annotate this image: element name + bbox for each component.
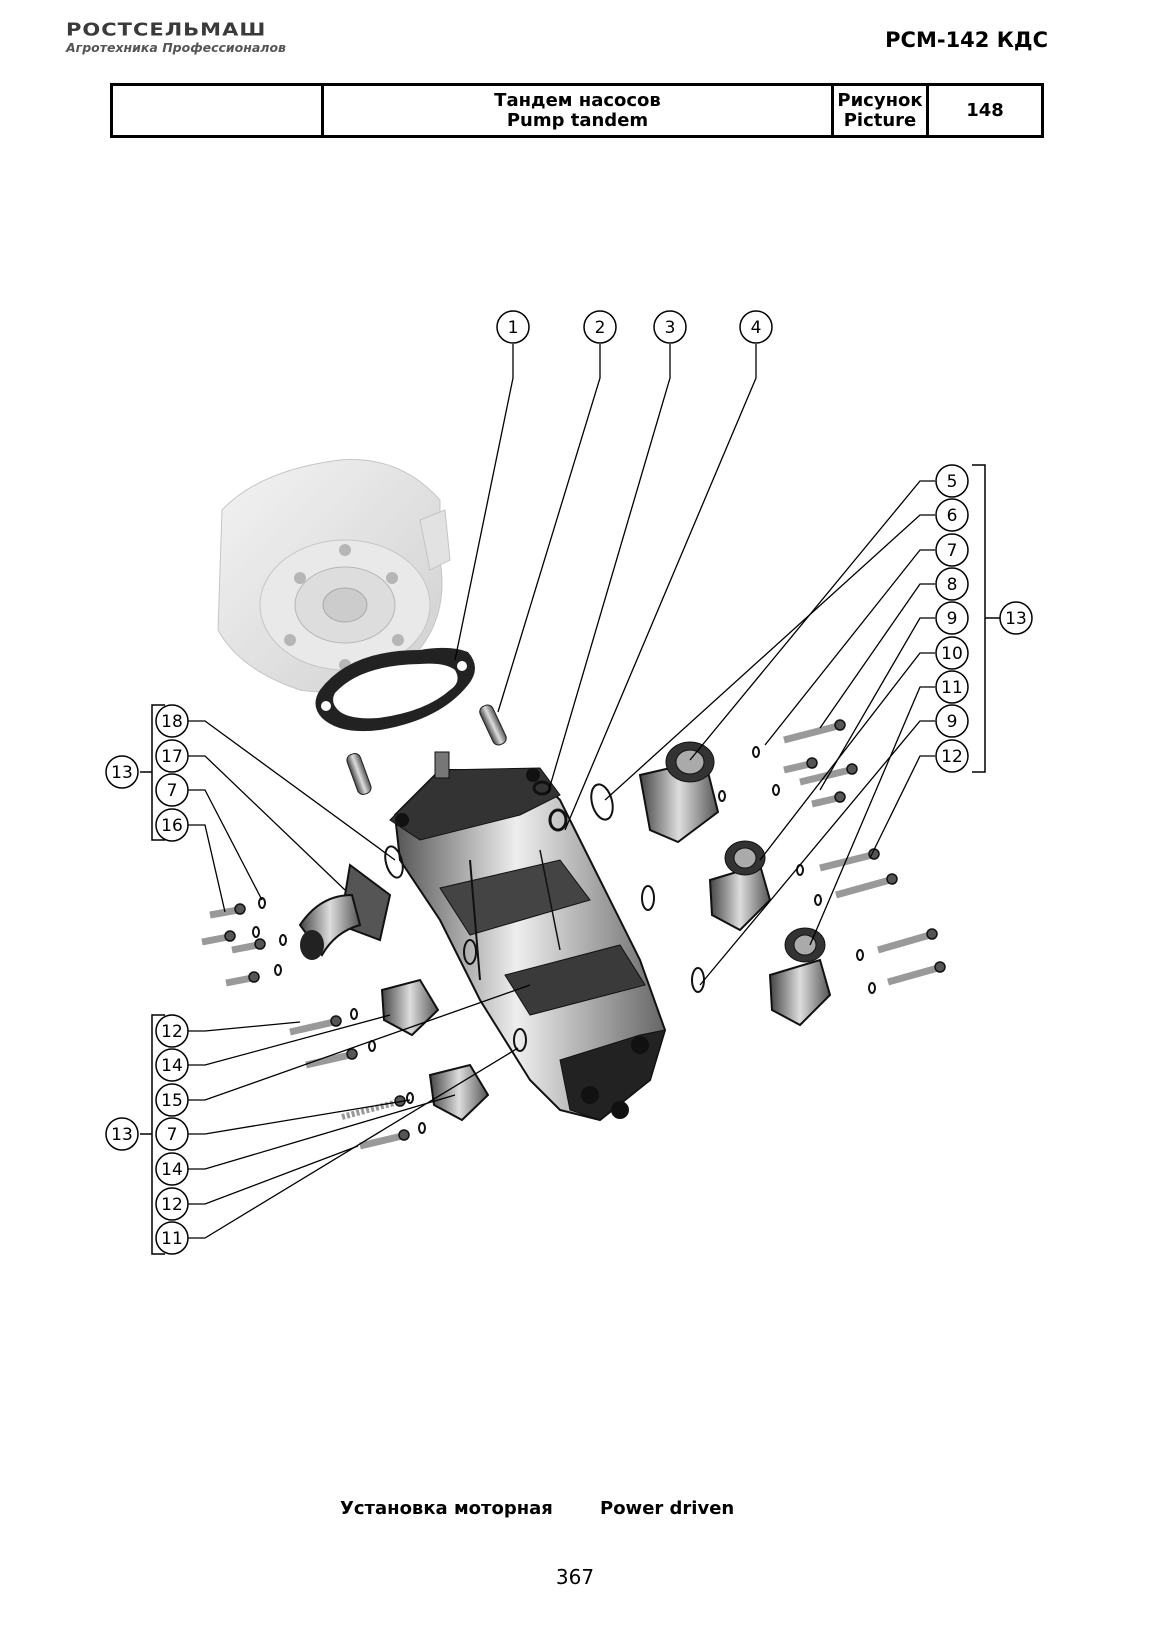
pump-tandem-body	[389, 751, 667, 1122]
logo-tagline: Агротехника Профессионалов	[66, 40, 286, 55]
callout-11: 11	[935, 670, 969, 704]
callout-3: 3	[653, 310, 687, 344]
svg-text:2: 2	[595, 318, 606, 338]
callout-12: 12	[935, 739, 969, 773]
callout-7: 7	[935, 533, 969, 567]
callouts-left-upper-group: 18 17 7 16 13	[105, 704, 189, 842]
callout-10: 10	[935, 636, 969, 670]
callout-11-left: 11	[155, 1221, 189, 1255]
title-block: Тандем насосов Pump tandem Рисунок Pictu…	[110, 83, 1044, 138]
title-name-ru: Тандем насосов	[494, 89, 661, 111]
callout-13-right: 13	[999, 601, 1033, 635]
svg-text:14: 14	[161, 1056, 183, 1076]
callouts-top: 1 2 3 4	[496, 310, 773, 344]
callout-2: 2	[583, 310, 617, 344]
flange-fitting-upper	[638, 741, 720, 844]
svg-text:9: 9	[947, 712, 958, 732]
elbow-fitting-left	[298, 863, 392, 960]
title-name-en: Pump tandem	[506, 109, 649, 131]
brand-logo: РОСТСЕЛЬМАШ Агротехника Профессионалов	[66, 20, 326, 55]
callout-12-left: 12	[155, 1014, 189, 1048]
picture-label-en: Picture	[843, 109, 917, 131]
callout-17: 17	[155, 739, 189, 773]
svg-text:7: 7	[167, 1125, 178, 1145]
callout-13-left-upper: 13	[105, 755, 139, 789]
svg-text:1: 1	[508, 318, 519, 338]
callout-6: 6	[935, 498, 969, 532]
callout-15: 15	[155, 1083, 189, 1117]
svg-text:7: 7	[167, 781, 178, 801]
svg-text:17: 17	[161, 747, 183, 767]
washers	[252, 746, 876, 1134]
callout-5: 5	[935, 464, 969, 498]
svg-text:16: 16	[161, 816, 183, 836]
svg-text:3: 3	[665, 318, 676, 338]
svg-text:12: 12	[941, 747, 963, 767]
callout-1: 1	[496, 310, 530, 344]
svg-text:13: 13	[111, 763, 133, 783]
leader-lines	[188, 344, 935, 1239]
callout-9b: 9	[935, 704, 969, 738]
dowel-pins	[346, 704, 507, 795]
svg-text:15: 15	[161, 1091, 183, 1111]
title-block-empty-cell	[110, 83, 324, 138]
callouts-right-group: 5 6 7 8 9 10 11 9 12 13	[935, 464, 1033, 773]
drive-housing	[217, 459, 451, 693]
callout-9: 9	[935, 601, 969, 635]
title-block-picture-label: Рисунок Picture	[831, 83, 929, 138]
svg-text:11: 11	[941, 678, 963, 698]
svg-text:9: 9	[947, 609, 958, 629]
callouts-left-lower-group: 12 14 15 7 14 12 11 13	[105, 1014, 189, 1255]
callout-16: 16	[155, 808, 189, 842]
callout-14-left: 14	[155, 1048, 189, 1082]
callout-12-left-b: 12	[155, 1187, 189, 1221]
flange-gasket	[315, 647, 475, 732]
picture-number: 148	[926, 83, 1044, 138]
flange-fitting-lower	[768, 927, 832, 1027]
title-block-name: Тандем насосов Pump tandem	[321, 83, 834, 138]
page-number: 367	[555, 1565, 595, 1589]
callout-4: 4	[739, 310, 773, 344]
svg-text:12: 12	[161, 1022, 183, 1042]
flange-fitting-middle	[708, 840, 772, 932]
svg-text:6: 6	[947, 506, 958, 526]
picture-label-ru: Рисунок	[837, 89, 923, 111]
svg-text:18: 18	[161, 712, 183, 732]
caption-en: Power driven	[600, 1498, 735, 1519]
callout-13-left-lower: 13	[105, 1117, 139, 1151]
split-flanges	[380, 978, 490, 1122]
svg-text:7: 7	[947, 541, 958, 561]
callout-7-left: 7	[155, 773, 189, 807]
svg-text:4: 4	[751, 318, 762, 338]
svg-text:5: 5	[947, 472, 958, 492]
svg-text:8: 8	[947, 575, 958, 595]
caption-ru: Установка моторная	[340, 1498, 553, 1519]
callout-7-left-lower: 7	[155, 1117, 189, 1151]
callout-8: 8	[935, 567, 969, 601]
callout-18: 18	[155, 704, 189, 738]
svg-text:12: 12	[161, 1195, 183, 1215]
svg-text:13: 13	[111, 1125, 133, 1145]
logo-wordmark: РОСТСЕЛЬМАШ	[66, 19, 267, 40]
svg-text:10: 10	[941, 644, 963, 664]
model-label: РСМ-142 КДС	[885, 28, 1048, 52]
callout-14-left-b: 14	[155, 1152, 189, 1186]
svg-text:11: 11	[161, 1229, 183, 1249]
group-brackets	[140, 464, 1000, 1255]
svg-text:14: 14	[161, 1160, 183, 1180]
svg-text:13: 13	[1005, 609, 1027, 629]
